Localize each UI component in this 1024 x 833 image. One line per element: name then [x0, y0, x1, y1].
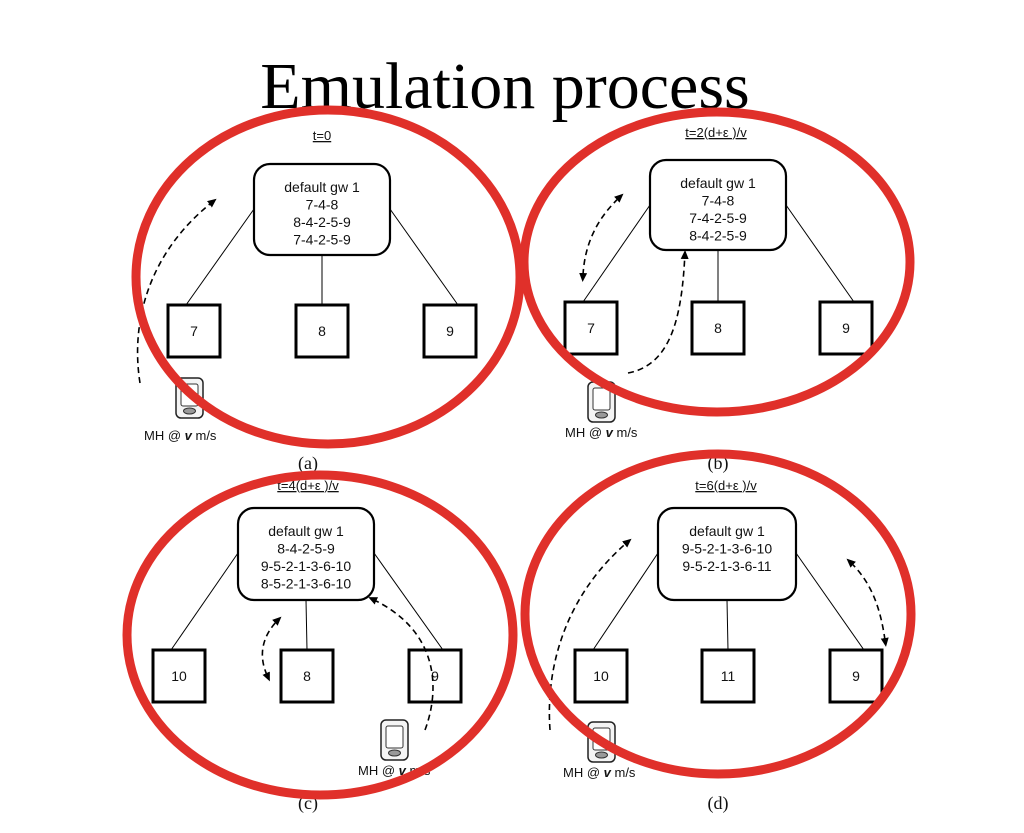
route-entry: 7-4-8: [306, 197, 339, 213]
node-label: 8: [714, 320, 722, 336]
link-line: [592, 552, 659, 651]
mobile-host-text: MH @: [563, 765, 604, 780]
node-box: [818, 300, 874, 356]
node-label: 8: [303, 668, 311, 684]
link-line: [305, 599, 308, 651]
mobile-host-text: m/s: [611, 765, 636, 780]
movement-arrow: [627, 250, 689, 374]
link-line: [185, 208, 255, 306]
node-box: [166, 303, 222, 359]
handoff-double-arrow: [579, 193, 624, 282]
node-label: 9: [842, 320, 850, 336]
panel-d: t=6(d+ε )/v default gw 1 9-5-2-1-3-6-109-5…: [520, 449, 916, 814]
node-box: [828, 648, 884, 704]
mobile-host-text: MH @: [565, 425, 606, 440]
gateway-name: default gw 1: [268, 523, 344, 539]
time-label: t=6(d+ε )/v: [695, 478, 757, 493]
node-box: [151, 648, 207, 704]
route-entry: 8-4-2-5-9: [277, 541, 335, 557]
panel-a: t=0 default gw 1 7-4-88-4-2-5-9 7-4-2-5-9 7 8…: [131, 105, 525, 474]
link-line: [785, 204, 855, 303]
link-line: [582, 204, 651, 303]
node-label: 10: [171, 668, 187, 684]
highlight-circle: [520, 449, 916, 779]
mobile-host-icon: [587, 381, 616, 423]
route-entry: 7-4-2-5-9: [293, 232, 351, 248]
mobile-host-text: m/s: [192, 428, 217, 443]
node-box: [407, 648, 463, 704]
gateway-box: [648, 158, 788, 252]
movement-arrow: [136, 198, 217, 384]
node-label: 9: [852, 668, 860, 684]
gateway-box: [252, 162, 392, 257]
node-box: [422, 303, 478, 359]
velocity-symbol: v: [185, 428, 193, 443]
velocity-symbol: v: [604, 765, 612, 780]
node-label: 8: [318, 323, 326, 339]
node-label: 11: [721, 668, 736, 684]
route-entry: 8-4-2-5-9: [689, 228, 747, 244]
node-box: [294, 303, 350, 359]
node-label: 7: [190, 323, 198, 339]
link-line: [170, 552, 239, 651]
time-label: t=2(d+ε )/v: [685, 125, 747, 140]
mobile-host-text: MH @: [358, 763, 399, 778]
gateway-name: default gw 1: [284, 179, 360, 195]
velocity-symbol: v: [606, 425, 614, 440]
time-label: t=4(d+ε )/v: [277, 478, 339, 493]
route-entry: 7-4-2-5-9: [689, 210, 747, 226]
mobile-host-label: MH @ v m/s: [565, 425, 638, 440]
link-line: [795, 552, 865, 651]
node-label: 9: [431, 668, 439, 684]
highlight-circle: [122, 470, 518, 800]
gateway-box: [236, 506, 376, 602]
gateway-box: [656, 506, 798, 602]
node-box: [279, 648, 335, 704]
mobile-host-label: MH @ v m/s: [144, 428, 217, 443]
time-label: t=0: [313, 128, 331, 143]
gateway-name: default gw 1: [680, 175, 756, 191]
mobile-host-text: m/s: [613, 425, 638, 440]
route-entry: 9-5-2-1-3-6-10: [682, 541, 772, 557]
link-line: [373, 552, 444, 651]
gateway-name: default gw 1: [689, 523, 765, 539]
route-entry: 8-5-2-1-3-6-10: [261, 576, 351, 592]
route-entry: 8-4-2-5-9: [293, 214, 351, 230]
node-label: 7: [587, 320, 595, 336]
node-box: [690, 300, 746, 356]
node-box: [700, 648, 756, 704]
link-line: [726, 599, 729, 651]
highlight-circle: [131, 105, 525, 449]
highlight-circle: [519, 107, 915, 417]
mobile-host-icon: [380, 719, 409, 761]
route-entry: 9-5-2-1-3-6-11: [682, 558, 771, 574]
node-label: 10: [593, 668, 609, 684]
link-line: [389, 208, 459, 306]
handoff-double-arrow: [261, 616, 282, 682]
panel-caption: (a): [298, 453, 318, 474]
route-entry: 7-4-8: [702, 193, 735, 209]
panel-b: t=2(d+ε )/v default gw 1 7-4-87-4-2-5-9 8-4…: [519, 107, 915, 474]
route-entry: 9-5-2-1-3-6-10: [261, 558, 351, 574]
movement-arrow: [548, 538, 632, 731]
node-box: [563, 300, 619, 356]
panel-caption: (d): [708, 793, 729, 814]
node-box: [573, 648, 629, 704]
node-label: 9: [446, 323, 454, 339]
velocity-symbol: v: [399, 763, 407, 778]
handoff-double-arrow: [846, 558, 889, 647]
panel-c: t=4(d+ε )/v default gw 1 8-4-2-5-99-5-2-1-…: [122, 470, 518, 814]
movement-arrow: [368, 597, 434, 731]
mobile-host-label: MH @ v m/s: [563, 765, 636, 780]
mobile-host-text: MH @: [144, 428, 185, 443]
